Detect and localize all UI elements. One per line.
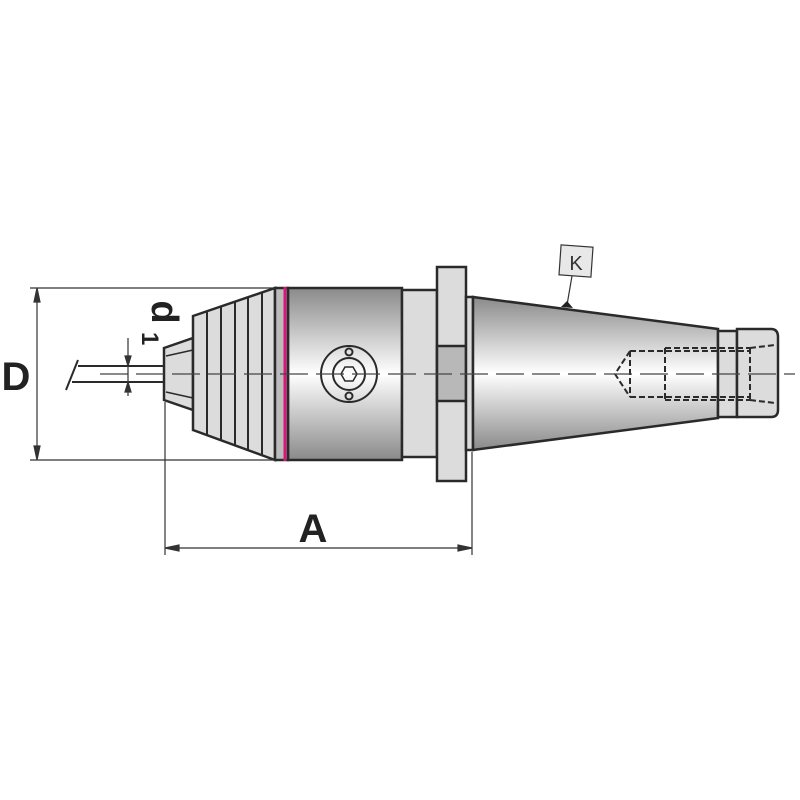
dimension-lines [30, 287, 473, 555]
drill-shank [72, 365, 164, 383]
d1-subscript: 1 [136, 332, 163, 345]
retention-knob [735, 327, 780, 419]
dimension-label-d1: d 1 [136, 300, 185, 345]
break-line [65, 359, 79, 391]
dimension-label-A: A [299, 507, 328, 551]
taper-label: K [569, 253, 583, 275]
d1-main: d [143, 300, 185, 323]
taper-marker: K [558, 244, 594, 308]
dimension-label-D: D [2, 355, 31, 399]
